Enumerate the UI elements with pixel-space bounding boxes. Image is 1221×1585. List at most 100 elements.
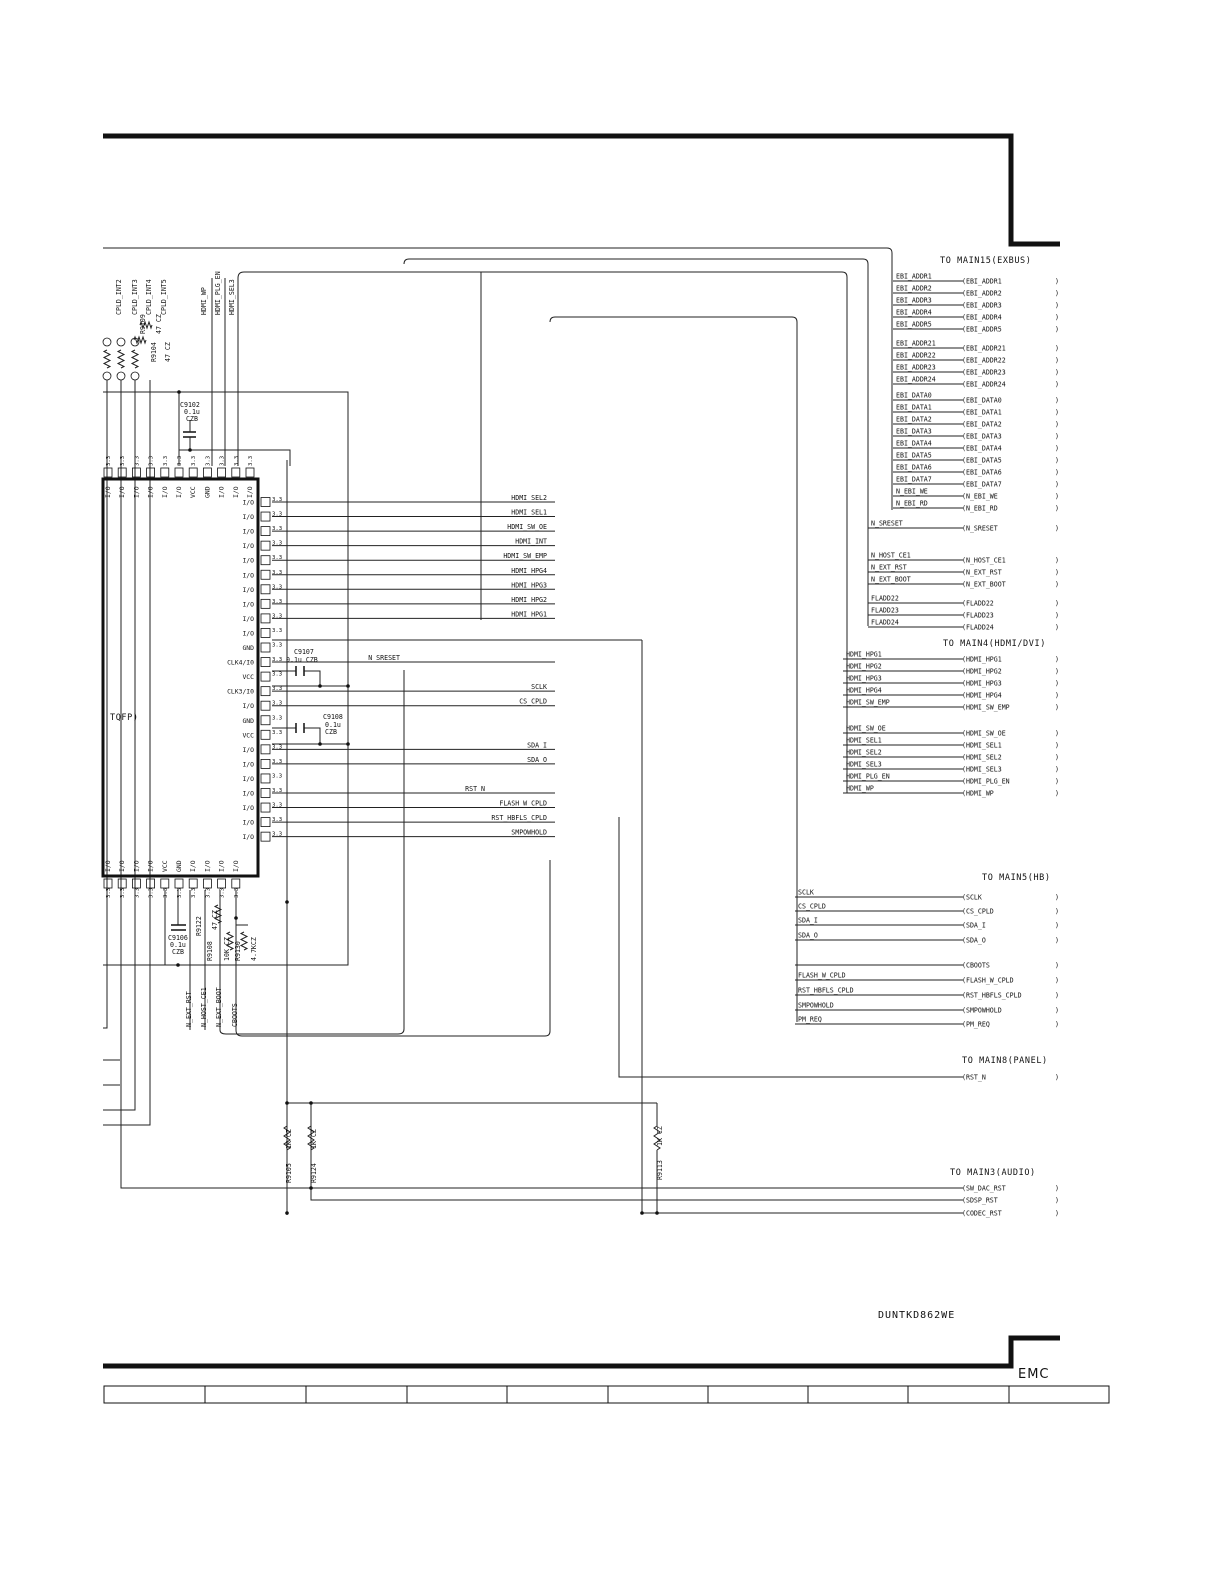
connector-end-bracket: ) xyxy=(1055,894,1059,902)
connector-end-bracket: ) xyxy=(1055,1210,1059,1218)
test-point xyxy=(130,337,140,347)
ic-net-label: FLASH_W_CPLD xyxy=(499,800,547,808)
emc-label: EMC xyxy=(1018,1367,1050,1382)
pin-box xyxy=(260,628,271,638)
connector-signal-label: (HDMI_HPG1 xyxy=(962,656,1002,664)
resistor-value: 47 CZ xyxy=(155,314,163,334)
resistor-value: 1K CZ xyxy=(285,1129,293,1149)
pin-voltage-label: 3.3 xyxy=(205,888,211,898)
resistor-value: 1K CZ xyxy=(656,1126,664,1146)
resistor-ref: R9104 xyxy=(150,342,158,362)
connector-local-label: EBI_DATA0 xyxy=(896,392,932,400)
connector-end-bracket: ) xyxy=(1055,778,1059,786)
connector-local-label: RST_HBFLS_CPLD xyxy=(798,987,854,995)
connector-local-label: EBI_DATA2 xyxy=(896,416,932,424)
connector-signal-label: (CODEC_RST xyxy=(962,1210,1002,1218)
connector-end-bracket: ) xyxy=(1055,381,1059,389)
pin-voltage-label: 3.3 xyxy=(272,613,282,619)
pin-voltage-label: 3.3 xyxy=(220,888,226,898)
junction-dot xyxy=(346,684,350,688)
pin-box xyxy=(260,802,271,813)
page-frame xyxy=(103,133,1110,1404)
ic-package-label: TQFP) xyxy=(110,713,139,723)
junction-dot xyxy=(309,1101,313,1105)
pin-function-label: I/O xyxy=(242,600,254,608)
pin-function-label: I/O xyxy=(242,586,254,594)
pin-function-label: I/O xyxy=(218,486,226,498)
connector-end-bracket: ) xyxy=(1055,505,1059,513)
connector-end-bracket: ) xyxy=(1055,742,1059,750)
connector-end-bracket: ) xyxy=(1055,278,1059,286)
top-net-label: HDMI_WP xyxy=(200,287,208,315)
top-net-label: CPLD_INT3 xyxy=(131,279,139,315)
resistor-ref: R9122 xyxy=(195,916,203,936)
junction-dot xyxy=(285,900,289,904)
connector-local-label: N_EBI_RD xyxy=(896,500,928,508)
pin-function-label: I/O xyxy=(203,860,211,872)
pin-box xyxy=(260,671,271,682)
connector-end-bracket: ) xyxy=(1055,469,1059,477)
pin-voltage-label: 3.3 xyxy=(272,686,282,692)
pin-box xyxy=(260,555,271,566)
pin-box xyxy=(146,467,156,478)
ic-net-label: SDA_I xyxy=(527,741,547,749)
pin-voltage-label: 3.3 xyxy=(106,456,112,466)
pin-voltage-label: 3.3 xyxy=(163,456,169,466)
pin-voltage-label: 3.3 xyxy=(272,599,282,605)
pin-box xyxy=(117,878,127,889)
connector-end-bracket: ) xyxy=(1055,908,1059,916)
connector-signal-label: (EBI_ADDR21 xyxy=(962,345,1006,353)
ic-net-label: CS_CPLD xyxy=(519,698,547,706)
connector-signal-label: (FLADD24 xyxy=(962,624,994,632)
connector-signal-label: (EBI_ADDR23 xyxy=(962,369,1006,377)
pin-box xyxy=(231,467,241,478)
connector-end-bracket: ) xyxy=(1055,302,1059,310)
pin-box xyxy=(260,773,271,784)
pin-function-label: I/O xyxy=(242,629,254,637)
pin-function-label: GND xyxy=(175,860,183,872)
ic-net-label: HDMI_HPG2 xyxy=(511,596,547,604)
pin-box xyxy=(260,686,271,697)
pin-function-label: I/O xyxy=(189,860,197,872)
pin-voltage-label: 3.3 xyxy=(272,628,282,634)
pin-box xyxy=(245,467,255,478)
connector-end-bracket: ) xyxy=(1055,314,1059,322)
connector-local-label: EBI_ADDR5 xyxy=(896,321,932,329)
pin-box xyxy=(131,878,141,889)
capacitor-ref: C9102 xyxy=(180,401,200,409)
pin-voltage-label: 3.3 xyxy=(272,570,282,576)
connector-local-label: SDA_I xyxy=(798,917,818,925)
connector-local-label: HDMI_WP xyxy=(846,785,874,793)
pin-function-label: GND xyxy=(242,717,254,725)
connector-local-label: HDMI_SW_OE xyxy=(846,725,886,733)
junction-dot xyxy=(188,448,192,452)
connector-signal-label: (FLASH_W_CPLD xyxy=(962,977,1014,985)
connector-signal-label: (EBI_ADDR22 xyxy=(962,357,1006,365)
connector-local-label: HDMI_SEL2 xyxy=(846,749,882,757)
connector-signal-label: (HDMI_HPG2 xyxy=(962,668,1002,676)
connector-main15: TO MAIN15(EXBUS)EBI_ADDR1(EBI_ADDR1)EBI_… xyxy=(868,256,1059,632)
pin-box xyxy=(260,598,271,609)
connector-signal-label: (SDA_O xyxy=(962,937,986,945)
pin-box xyxy=(131,467,141,478)
connector-signal-label: (EBI_DATA7 xyxy=(962,481,1002,489)
connector-local-label: EBI_ADDR22 xyxy=(896,352,936,360)
connector-end-bracket: ) xyxy=(1055,1021,1059,1029)
connector-local-label: EBI_DATA1 xyxy=(896,404,932,412)
test-point xyxy=(116,371,126,381)
connector-signal-label: (PM_REQ xyxy=(962,1021,990,1029)
connector-end-bracket: ) xyxy=(1055,668,1059,676)
resistor-value: 47 CZ xyxy=(211,910,219,930)
pin-function-label: I/O xyxy=(242,542,254,550)
junction-dot xyxy=(176,963,180,967)
connector-signal-label: (EBI_ADDR24 xyxy=(962,381,1006,389)
pin-function-label: I/O xyxy=(242,513,254,521)
pin-voltage-label: 3.3 xyxy=(134,456,140,466)
connector-end-bracket: ) xyxy=(1055,1007,1059,1015)
ic-net-label: HDMI_SEL1 xyxy=(511,509,547,517)
connector-title: TO MAIN8(PANEL) xyxy=(962,1056,1048,1066)
connector-local-label: N_SRESET xyxy=(871,520,903,528)
resistor-ref: R9109 xyxy=(139,314,147,334)
connector-local-label: EBI_ADDR24 xyxy=(896,376,936,384)
